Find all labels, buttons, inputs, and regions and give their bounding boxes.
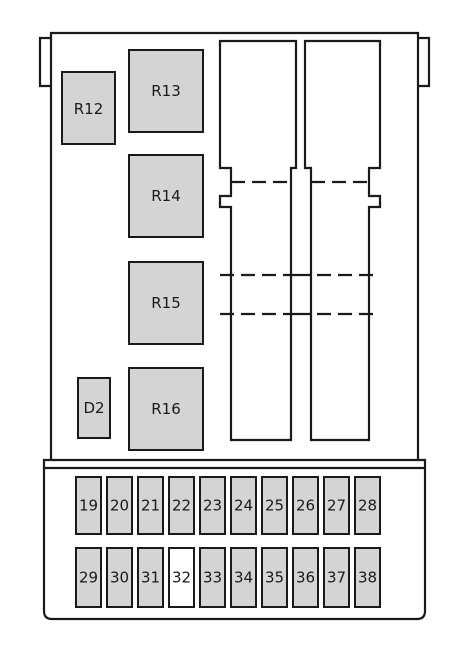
fuse-body	[106, 476, 133, 535]
fuse-body	[323, 547, 350, 608]
fuse-23: 23	[199, 476, 226, 535]
relay-r16: R16	[128, 367, 204, 451]
fuse-body	[354, 476, 381, 535]
relay-r14-body	[128, 154, 204, 238]
relay-r15: R15	[128, 261, 204, 345]
fuse-25: 25	[261, 476, 288, 535]
fuse-36: 36	[292, 547, 319, 608]
fuse-37: 37	[323, 547, 350, 608]
fuse-label: 25	[265, 497, 284, 515]
fuse-row-2: 29 30 31 32 33 34 35 36 37 38	[75, 547, 381, 608]
fuse-20: 20	[106, 476, 133, 535]
relay-r13-label: R13	[151, 82, 181, 100]
fuse-body	[199, 547, 226, 608]
relay-r16-label: R16	[151, 400, 181, 418]
empty-slot-right-outline	[303, 39, 382, 442]
fuse-body	[137, 547, 164, 608]
fuse-label: 28	[358, 497, 377, 515]
fuse-32: 32	[168, 547, 195, 608]
fuse-label: 20	[110, 497, 129, 515]
fuse-body	[168, 547, 195, 608]
relay-r14-label: R14	[151, 187, 181, 205]
fuse-24: 24	[230, 476, 257, 535]
fuse-body	[230, 547, 257, 608]
fuse-label: 26	[296, 497, 315, 515]
right-clip	[418, 36, 431, 88]
fuse-body	[292, 547, 319, 608]
relay-r13-body	[128, 49, 204, 133]
fuse-label: 36	[296, 569, 315, 587]
fuse-label: 22	[172, 497, 191, 515]
fuse-label: 37	[327, 569, 346, 587]
fuse-row-1: 19 20 21 22 23 24 25 26 27 28	[75, 476, 381, 535]
fuse-label: 19	[79, 497, 98, 515]
fuse-label: 23	[203, 497, 222, 515]
relay-r13: R13	[128, 49, 204, 133]
fuse-label: 31	[141, 569, 160, 587]
fuse-30: 30	[106, 547, 133, 608]
fuse-22: 22	[168, 476, 195, 535]
relay-r12: R12	[61, 71, 116, 145]
fuse-35: 35	[261, 547, 288, 608]
fuse-label: 30	[110, 569, 129, 587]
relay-r14: R14	[128, 154, 204, 238]
fuse-body	[75, 547, 102, 608]
fuse-label: 29	[79, 569, 98, 587]
fuse-body	[323, 476, 350, 535]
housing-top-outline	[49, 31, 420, 460]
relay-r12-body	[61, 71, 116, 145]
fuse-34: 34	[230, 547, 257, 608]
empty-slot-left	[218, 39, 298, 442]
fuse-label: 32	[172, 569, 191, 587]
empty-slot-left-outline	[218, 39, 298, 442]
fuse-body	[199, 476, 226, 535]
fuse-label: 33	[203, 569, 222, 587]
fuse-label: 24	[234, 497, 253, 515]
empty-slot-right	[296, 39, 382, 442]
fuse-label: 27	[327, 497, 346, 515]
fuse-label: 21	[141, 497, 160, 515]
relay-r12-label: R12	[74, 100, 104, 118]
fuse-26: 26	[292, 476, 319, 535]
fuse-33: 33	[199, 547, 226, 608]
fuse-body	[106, 547, 133, 608]
fuse-body	[354, 547, 381, 608]
fuse-27: 27	[323, 476, 350, 535]
fuse-body	[137, 476, 164, 535]
fuse-body	[168, 476, 195, 535]
fuse-body	[75, 476, 102, 535]
housing-bottom-outline	[42, 458, 427, 621]
relay-r16-body	[128, 367, 204, 451]
fuse-body	[261, 476, 288, 535]
fuse-body	[292, 476, 319, 535]
fuse-label: 35	[265, 569, 284, 587]
fuse-label: 38	[358, 569, 377, 587]
fuse-21: 21	[137, 476, 164, 535]
fuse-29: 29	[75, 547, 102, 608]
relay-r15-label: R15	[151, 294, 181, 312]
fuse-box-housing	[38, 31, 431, 621]
fuse-body	[261, 547, 288, 608]
diode-d2-label: D2	[83, 399, 104, 417]
fuse-28: 28	[354, 476, 381, 535]
diode-d2-body	[77, 377, 111, 439]
fuse-body	[230, 476, 257, 535]
fuse-31: 31	[137, 547, 164, 608]
left-clip	[38, 36, 51, 88]
relay-r15-body	[128, 261, 204, 345]
diode-d2: D2	[77, 377, 111, 439]
fuse-label: 34	[234, 569, 253, 587]
fuse-19: 19	[75, 476, 102, 535]
fuse-38: 38	[354, 547, 381, 608]
